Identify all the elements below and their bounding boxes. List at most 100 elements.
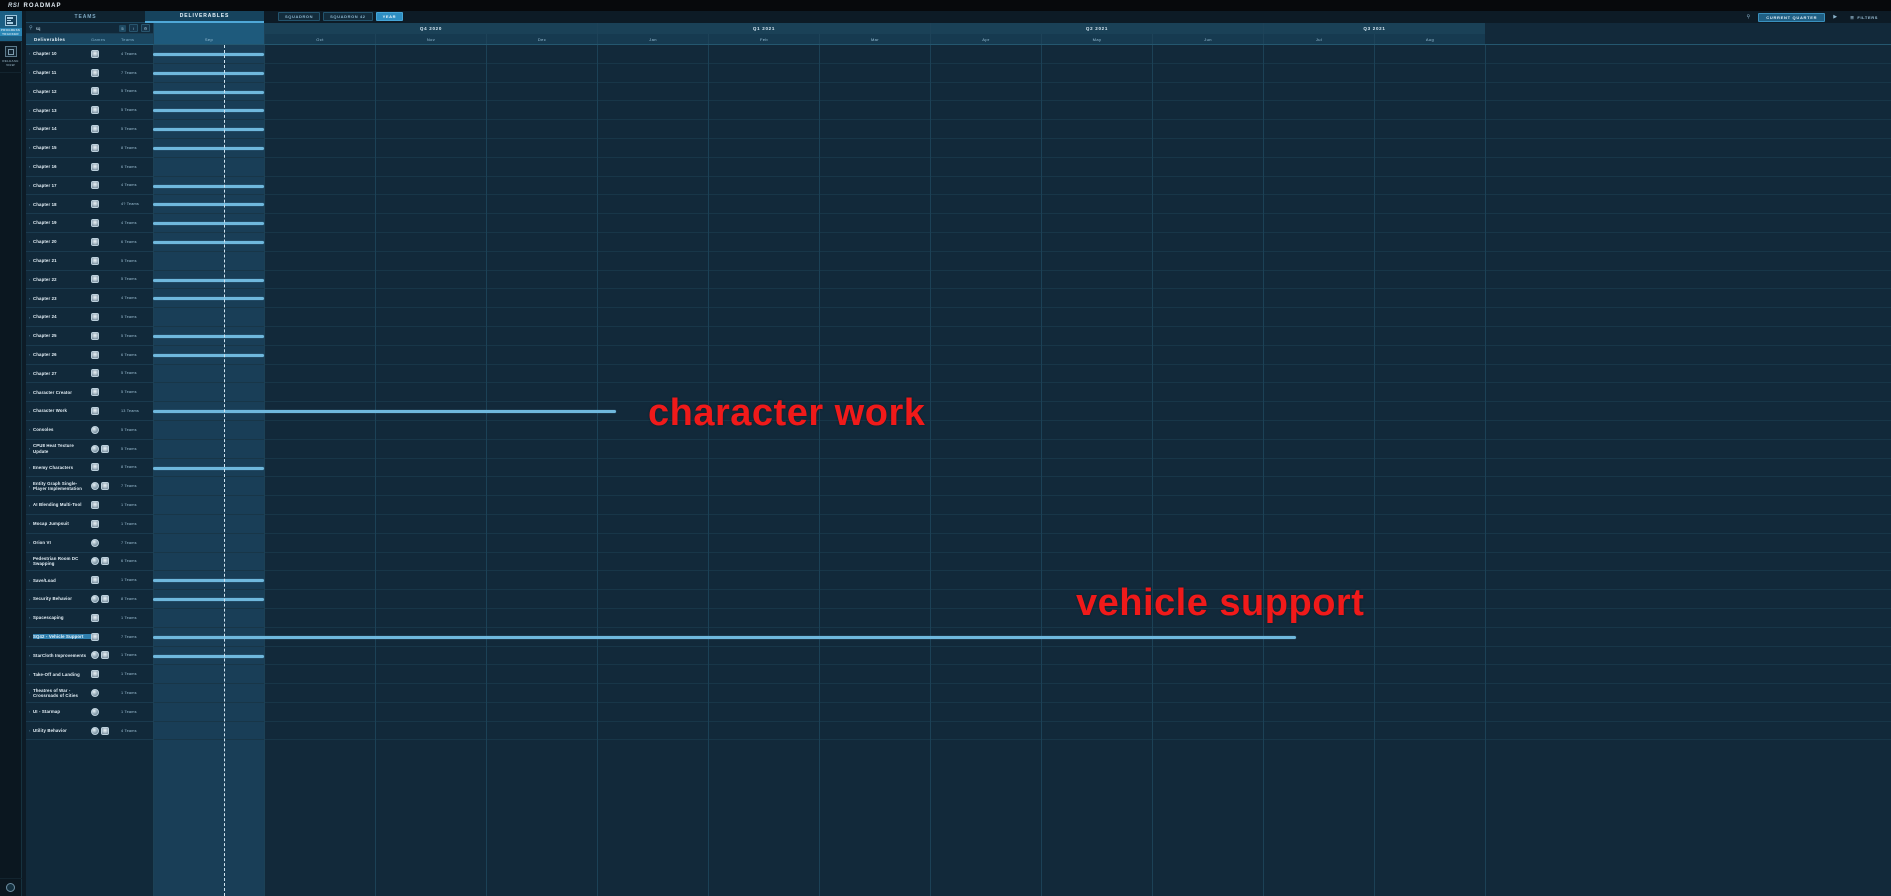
chevron-right-icon[interactable]: › bbox=[28, 164, 31, 170]
grid-row[interactable] bbox=[153, 609, 1891, 628]
chevron-right-icon[interactable]: › bbox=[28, 464, 31, 470]
filters-button[interactable]: ☰ FILTERS bbox=[1845, 13, 1883, 22]
grid-row[interactable] bbox=[153, 571, 1891, 591]
grid-row[interactable] bbox=[153, 553, 1891, 572]
gear-icon[interactable]: ⚙ bbox=[141, 24, 150, 32]
grid-row[interactable] bbox=[153, 722, 1891, 741]
chevron-right-icon[interactable]: › bbox=[28, 652, 31, 658]
chevron-right-icon[interactable]: › bbox=[28, 107, 31, 113]
timeline-bar[interactable] bbox=[153, 128, 264, 132]
chevron-right-icon[interactable]: › bbox=[28, 314, 31, 320]
chevron-right-icon[interactable]: › bbox=[28, 201, 31, 207]
grid-row[interactable] bbox=[153, 83, 1891, 102]
grid-row[interactable] bbox=[153, 515, 1891, 534]
timeline-bar[interactable] bbox=[153, 410, 616, 414]
chevron-right-icon[interactable]: › bbox=[28, 182, 31, 188]
chevron-right-icon[interactable]: › bbox=[28, 728, 31, 734]
search-input[interactable] bbox=[35, 25, 116, 31]
grid-row[interactable] bbox=[153, 477, 1891, 497]
segbtn-squadron-42[interactable]: SQUADRON 42 bbox=[323, 12, 373, 21]
grid-row[interactable] bbox=[153, 534, 1891, 553]
grid-row[interactable] bbox=[153, 684, 1891, 703]
grid-row[interactable] bbox=[153, 327, 1891, 346]
grid-row[interactable] bbox=[153, 365, 1891, 384]
brand[interactable]: RSI ROADMAP bbox=[0, 3, 62, 9]
help-icon[interactable] bbox=[6, 883, 15, 892]
chevron-right-icon[interactable]: › bbox=[28, 276, 31, 282]
timeline-bar[interactable] bbox=[153, 71, 264, 75]
grid-row[interactable] bbox=[153, 665, 1891, 685]
chevron-right-icon[interactable]: › bbox=[28, 483, 31, 489]
search-icon[interactable]: ⚲ bbox=[1746, 14, 1751, 20]
tab-teams[interactable]: TEAMS bbox=[26, 11, 145, 23]
chevron-right-icon[interactable]: ▶ bbox=[1833, 14, 1838, 20]
grid-row[interactable] bbox=[153, 233, 1891, 252]
chevron-right-icon[interactable]: › bbox=[28, 295, 31, 301]
chevron-right-icon[interactable]: › bbox=[28, 239, 31, 245]
deliverable-row[interactable]: ›Entity Graph Single-Player Implementati… bbox=[26, 477, 153, 497]
grid-row[interactable] bbox=[153, 383, 1891, 403]
grid-row[interactable] bbox=[153, 101, 1891, 121]
timeline-bar[interactable] bbox=[153, 203, 264, 207]
segbtn-year[interactable]: YEAR bbox=[375, 12, 404, 21]
grid-row[interactable] bbox=[153, 440, 1891, 459]
rail-bottom[interactable] bbox=[0, 878, 22, 896]
grid-row[interactable] bbox=[153, 271, 1891, 290]
timeline-bar[interactable] bbox=[153, 466, 264, 470]
chevron-right-icon[interactable]: › bbox=[28, 709, 31, 715]
chevron-right-icon[interactable]: › bbox=[28, 352, 31, 358]
grid-row[interactable] bbox=[153, 158, 1891, 177]
chevron-right-icon[interactable]: › bbox=[28, 126, 31, 132]
grid-row[interactable] bbox=[153, 289, 1891, 309]
rail-item-release-view[interactable]: RELEASE VIEW bbox=[0, 42, 22, 74]
grid-row[interactable] bbox=[153, 590, 1891, 609]
current-quarter-button[interactable]: CURRENT QUARTER bbox=[1758, 12, 1826, 22]
grid-row[interactable] bbox=[153, 402, 1891, 421]
tab-deliverables[interactable]: DELIVERABLES bbox=[145, 11, 264, 23]
chevron-right-icon[interactable]: › bbox=[28, 145, 31, 151]
grid-row[interactable] bbox=[153, 139, 1891, 158]
chevron-right-icon[interactable]: › bbox=[28, 258, 31, 264]
chevron-right-icon[interactable]: › bbox=[28, 690, 31, 696]
chevron-right-icon[interactable]: › bbox=[28, 70, 31, 76]
chevron-right-icon[interactable]: › bbox=[28, 51, 31, 57]
timeline-bar[interactable] bbox=[153, 579, 264, 583]
grid-row[interactable] bbox=[153, 177, 1891, 196]
grid-row[interactable] bbox=[153, 647, 1891, 666]
chevron-right-icon[interactable]: › bbox=[28, 408, 31, 414]
grid-row[interactable] bbox=[153, 346, 1891, 365]
timeline-bar[interactable] bbox=[153, 109, 264, 113]
rail-item-progress-tracker[interactable]: PROGRESS TRACKER bbox=[0, 11, 22, 43]
grid-row[interactable] bbox=[153, 214, 1891, 233]
timeline-bar[interactable] bbox=[153, 52, 264, 56]
timeline-bar[interactable] bbox=[153, 297, 264, 301]
grid-row[interactable] bbox=[153, 45, 1891, 64]
sort-icon[interactable]: ↕ bbox=[129, 24, 138, 32]
timeline-bar[interactable] bbox=[153, 654, 264, 658]
chevron-right-icon[interactable]: › bbox=[28, 427, 31, 433]
chevron-right-icon[interactable]: › bbox=[28, 596, 31, 602]
